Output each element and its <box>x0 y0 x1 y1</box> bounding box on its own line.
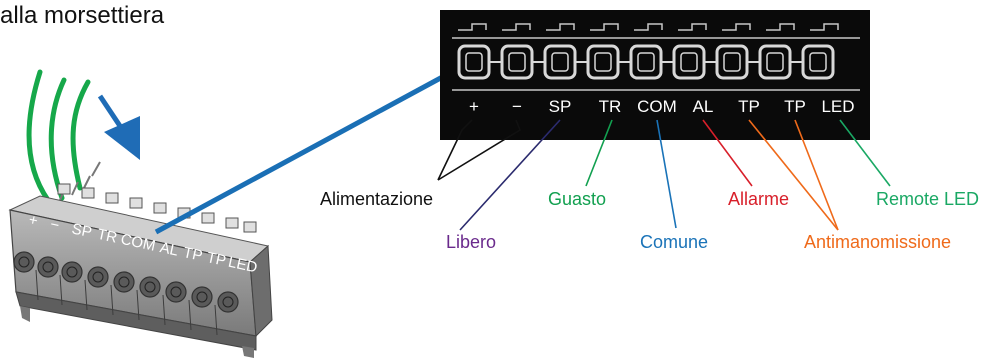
block-label-minus: − <box>49 216 61 234</box>
terminal-minus: − <box>512 97 522 116</box>
zoom-connector-line <box>154 71 450 235</box>
label-comune: Comune <box>640 232 708 252</box>
leader-lines <box>437 119 891 231</box>
block-label-tp2: TP <box>205 249 227 270</box>
green-wires <box>26 69 91 203</box>
label-libero: Libero <box>446 232 496 252</box>
label-allarme: Allarme <box>728 189 789 209</box>
terminal-plus: + <box>469 97 479 116</box>
block-label-tr: TR <box>96 226 119 247</box>
block-label-com: COM <box>119 231 157 255</box>
function-labels: Alimentazione Libero Guasto Comune Allar… <box>320 189 979 252</box>
terminal-block-labels: + − SP TR COM AL TP TP LED <box>27 211 259 276</box>
terminal-block-3d: + − SP TR COM AL TP TP LED <box>8 183 273 358</box>
terminal-tp-1: TP <box>738 97 760 116</box>
insert-arrow <box>97 94 140 160</box>
terminal-sp: SP <box>549 97 572 116</box>
terminal-closeup: + − SP TR COM AL TP TP LED <box>440 10 870 140</box>
block-label-tp1: TP <box>182 244 204 265</box>
terminal-led: LED <box>821 97 854 116</box>
terminal-com: COM <box>637 97 677 116</box>
label-remote-led: Remote LED <box>876 189 979 209</box>
label-guasto: Guasto <box>548 189 606 209</box>
diagram-title: alla morsettiera <box>0 2 165 29</box>
block-label-led: LED <box>227 254 259 277</box>
block-label-sp: SP <box>70 220 93 241</box>
terminal-al: AL <box>693 97 714 116</box>
terminal-tr: TR <box>599 97 622 116</box>
terminal-tp-2: TP <box>784 97 806 116</box>
block-label-al: AL <box>158 239 179 259</box>
label-alimentazione: Alimentazione <box>320 189 433 209</box>
block-label-plus: + <box>27 211 39 229</box>
label-antimanomissione: Antimanomissione <box>804 232 951 252</box>
